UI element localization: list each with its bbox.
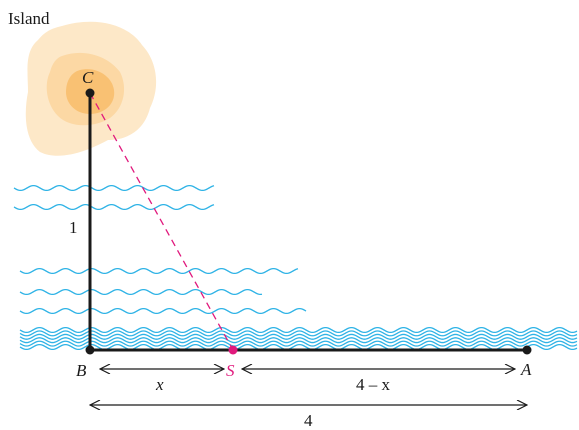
point-a (522, 345, 532, 355)
wave-line (13, 184, 215, 192)
wave-line (19, 307, 307, 315)
side-bc-label: 1 (69, 218, 78, 237)
point-s-label: S (226, 361, 235, 380)
dashed-path-cs (89, 92, 234, 351)
segment-bs-label: x (155, 375, 164, 394)
point-b-label: B (76, 361, 87, 380)
wave-line (19, 288, 263, 296)
island-label: Island (8, 9, 50, 28)
wave-line (19, 343, 578, 351)
wave-line (19, 340, 578, 347)
point-c (85, 88, 95, 98)
wave-line (19, 330, 578, 337)
point-c-label: C (82, 68, 94, 87)
wave-line (19, 267, 299, 275)
water-waves (13, 184, 578, 351)
point-s (228, 345, 238, 355)
total-length-label: 4 (304, 411, 313, 430)
wave-line (13, 203, 215, 211)
wave-line (19, 326, 578, 334)
wave-line (19, 333, 578, 340)
point-b (85, 345, 95, 355)
wave-line (19, 337, 578, 344)
point-a-label: A (520, 360, 532, 379)
segment-sa-label: 4 – x (356, 375, 391, 394)
